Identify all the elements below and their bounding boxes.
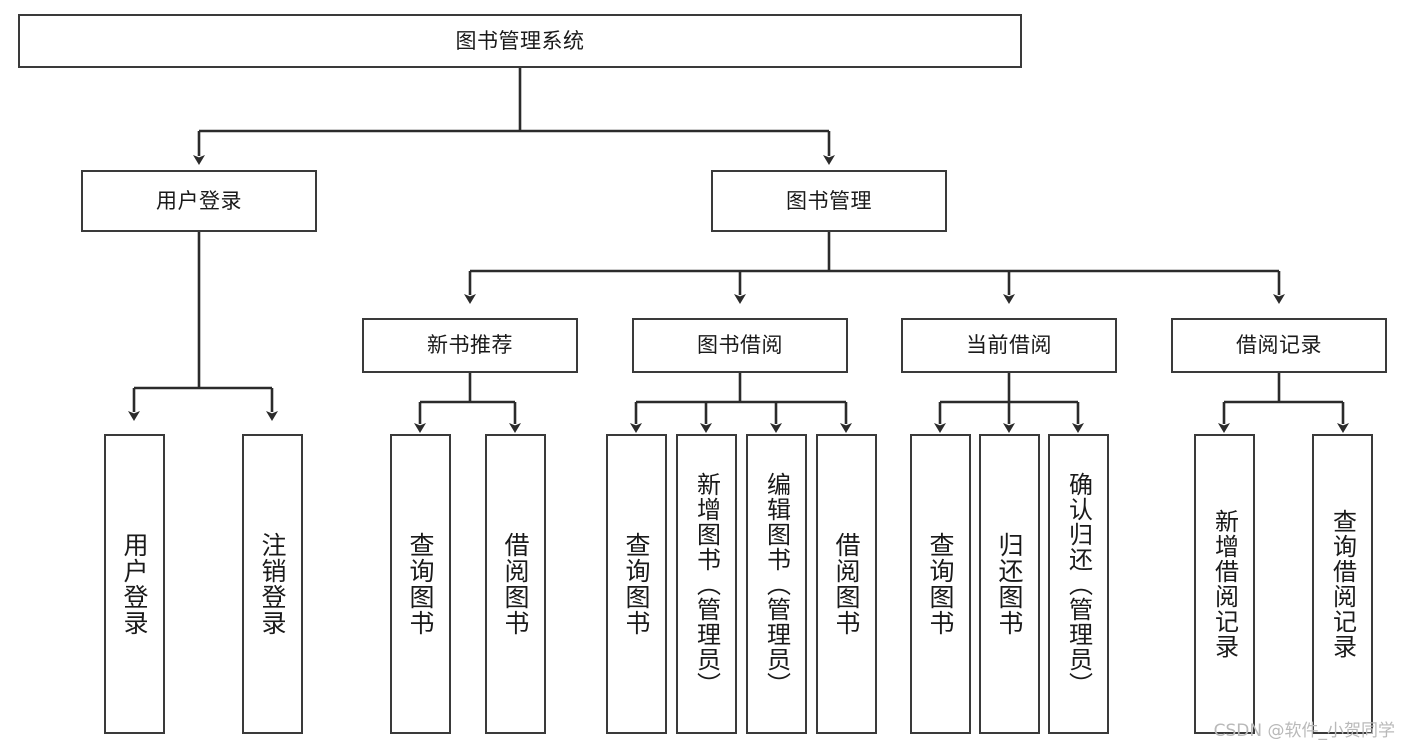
node-user-login-label: 用户登录 [156,188,242,213]
leaf-add-book[interactable]: 新增图书（管理员） [676,434,737,734]
node-borrow-record-label: 借阅记录 [1236,333,1322,358]
leaf-borrow-book-2[interactable]: 借阅图书 [816,434,877,734]
leaf-borrow-book-2-label: 借阅图书 [832,532,861,636]
leaf-add-record[interactable]: 新增借阅记录 [1194,434,1255,734]
leaf-query-book-3[interactable]: 查询图书 [910,434,971,734]
node-root-label: 图书管理系统 [455,28,585,53]
node-book-manage-label: 图书管理 [786,188,872,213]
leaf-query-record-label: 查询借阅记录 [1328,509,1357,659]
node-current-borrow-label: 当前借阅 [966,333,1052,358]
node-book-borrow-label: 图书借阅 [697,333,783,358]
leaf-borrow-book-1-label: 借阅图书 [501,532,530,636]
leaf-user-login[interactable]: 用户登录 [104,434,165,734]
leaf-borrow-book-1[interactable]: 借阅图书 [485,434,546,734]
leaf-query-book-1-label: 查询图书 [406,532,435,636]
leaf-confirm-return-label: 确认归还（管理员） [1064,471,1093,697]
leaf-query-record[interactable]: 查询借阅记录 [1312,434,1373,734]
node-new-book-recommend[interactable]: 新书推荐 [362,318,578,373]
node-new-book-recommend-label: 新书推荐 [427,333,513,358]
node-book-borrow[interactable]: 图书借阅 [632,318,848,373]
leaf-edit-book-label: 编辑图书（管理员） [762,471,791,697]
leaf-confirm-return[interactable]: 确认归还（管理员） [1048,434,1109,734]
node-borrow-record[interactable]: 借阅记录 [1171,318,1387,373]
leaf-query-book-2-label: 查询图书 [622,532,651,636]
node-book-manage[interactable]: 图书管理 [711,170,947,232]
leaf-query-book-2[interactable]: 查询图书 [606,434,667,734]
leaf-add-book-label: 新增图书（管理员） [692,471,721,697]
leaf-return-book[interactable]: 归还图书 [979,434,1040,734]
leaf-logout-login[interactable]: 注销登录 [242,434,303,734]
leaf-query-book-3-label: 查询图书 [926,532,955,636]
leaf-edit-book[interactable]: 编辑图书（管理员） [746,434,807,734]
node-root[interactable]: 图书管理系统 [18,14,1022,68]
leaf-user-login-label: 用户登录 [120,532,149,636]
node-current-borrow[interactable]: 当前借阅 [901,318,1117,373]
csdn-watermark: CSDN @软件_小贺同学 [1213,721,1395,741]
leaf-logout-login-label: 注销登录 [258,532,287,636]
leaf-query-book-1[interactable]: 查询图书 [390,434,451,734]
leaf-add-record-label: 新增借阅记录 [1210,509,1239,659]
leaf-return-book-label: 归还图书 [995,532,1024,636]
node-user-login[interactable]: 用户登录 [81,170,317,232]
